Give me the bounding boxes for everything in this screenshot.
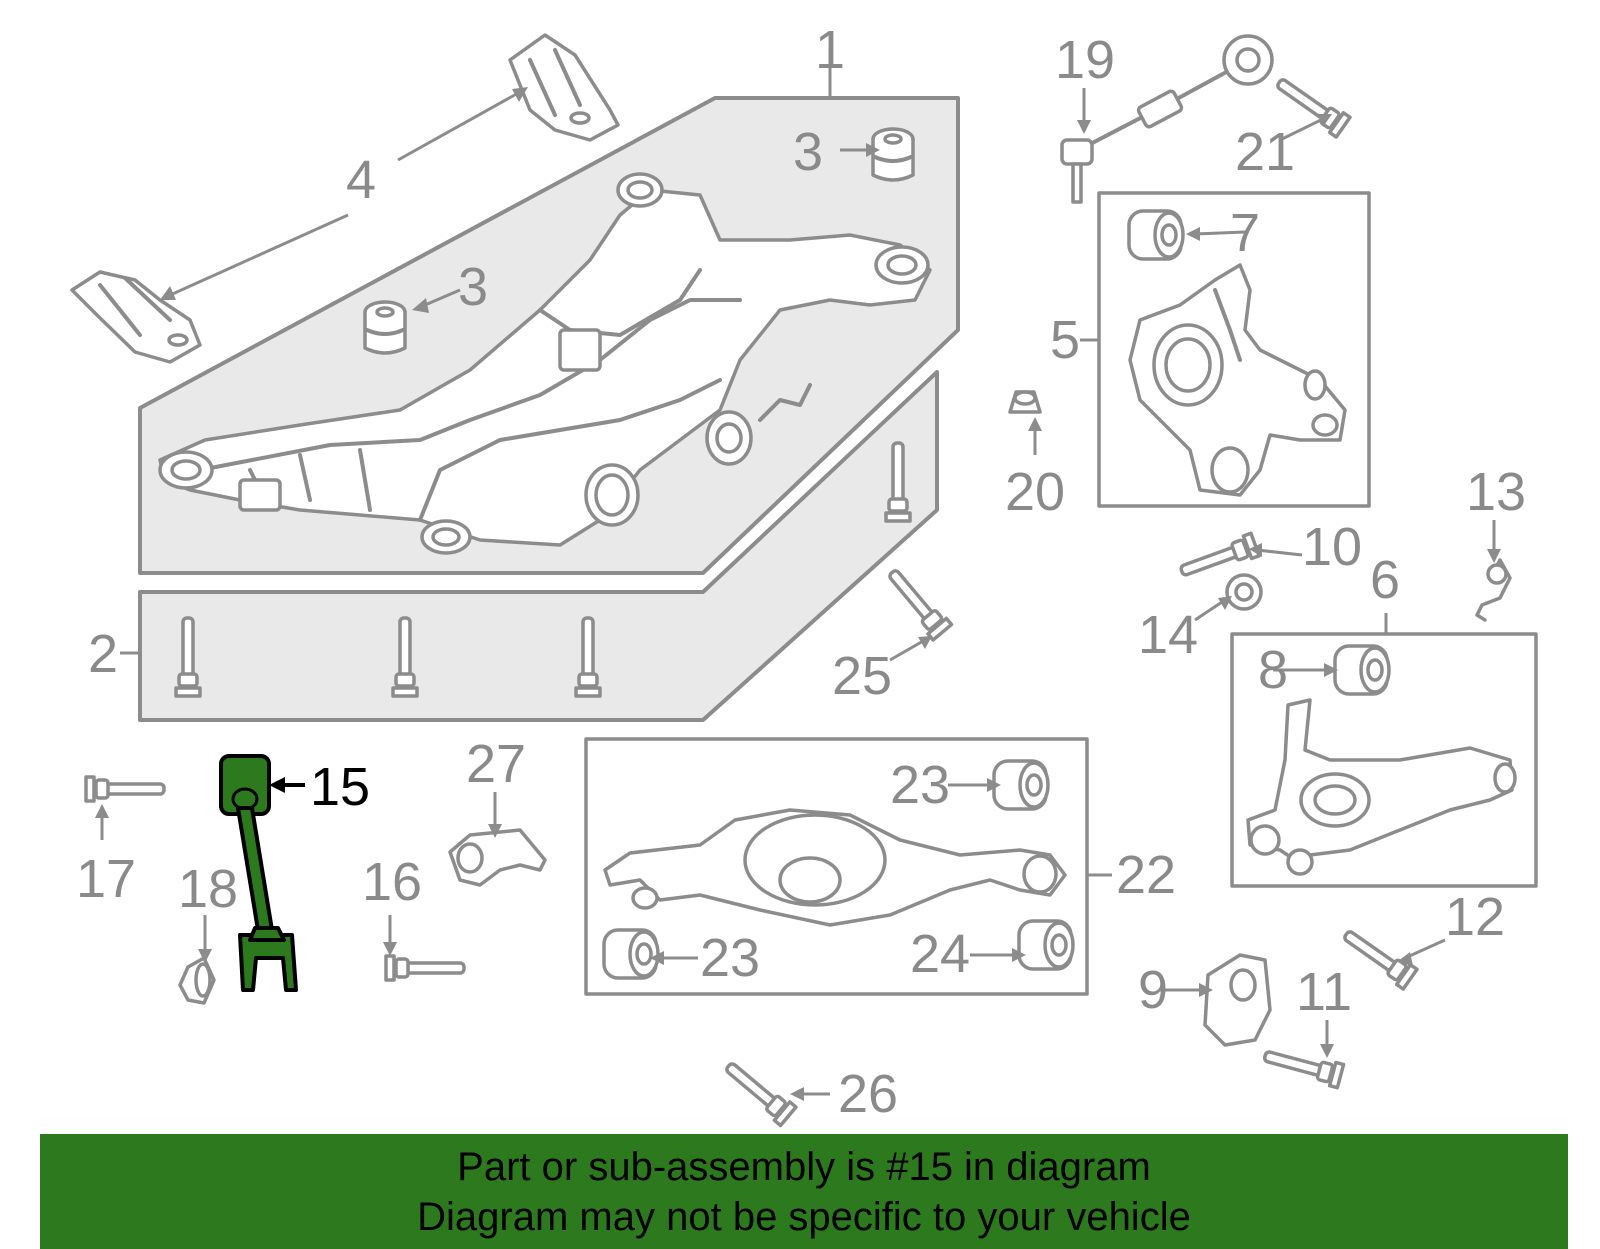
bushing-part-7 (1127, 209, 1185, 261)
callout-11: 11 (1296, 962, 1352, 1022)
callout-15: 15 (310, 757, 370, 817)
bolt-part-26 (719, 1055, 798, 1128)
callout-5: 5 (1050, 310, 1080, 370)
bolt-part-25 (881, 563, 954, 642)
callout-18: 18 (178, 859, 238, 919)
banner-line-1: Part or sub-assembly is #15 in diagram (457, 1144, 1151, 1189)
control-arm-panel (584, 737, 1089, 996)
callout-3-lower: 3 (458, 257, 488, 317)
control-arm-drawing (603, 808, 1067, 927)
banner-line-2: Diagram may not be specific to your vehi… (417, 1194, 1191, 1239)
lower-arm-panel (1230, 632, 1538, 888)
callout-20: 20 (1005, 462, 1065, 522)
callout-22: 22 (1116, 845, 1176, 905)
bracket-part-4-upper (508, 33, 620, 142)
callout-23-lower: 23 (700, 928, 760, 988)
bushing-part-23-lower (602, 928, 660, 980)
bracket-part-4-lower (70, 270, 202, 364)
bushing-part-3-lower (363, 300, 407, 355)
callout-8: 8 (1258, 640, 1288, 700)
bushing-part-23-upper (992, 759, 1050, 811)
callout-10: 10 (1302, 517, 1362, 577)
callout-7: 7 (1230, 203, 1260, 263)
lower-arm-drawing (1246, 698, 1517, 876)
callout-3-upper: 3 (793, 122, 823, 182)
lateral-link-part-15 (219, 754, 298, 992)
callout-13: 13 (1466, 462, 1526, 522)
bracket-part-27 (448, 828, 547, 887)
link-part-19 (1060, 34, 1274, 204)
callout-27: 27 (466, 734, 526, 794)
bolt-part-17 (84, 775, 166, 803)
knuckle-drawing (1128, 263, 1347, 497)
callout-1: 1 (815, 20, 845, 80)
callout-14: 14 (1138, 605, 1198, 665)
callout-19: 19 (1055, 30, 1115, 90)
bushing-part-8 (1333, 644, 1391, 696)
callout-12: 12 (1445, 887, 1505, 947)
nut-part-18 (178, 956, 216, 1005)
callout-6: 6 (1370, 550, 1400, 610)
callout-25: 25 (832, 646, 892, 706)
rear-crossmember-drawing (158, 172, 932, 555)
callout-9: 9 (1138, 960, 1168, 1020)
callout-16: 16 (362, 852, 422, 912)
info-banner: Part or sub-assembly is #15 in diagram D… (40, 1134, 1568, 1249)
knuckle-panel (1097, 191, 1371, 508)
callout-23-upper: 23 (890, 755, 950, 815)
callout-17: 17 (76, 849, 136, 909)
nut-part-14 (1225, 573, 1263, 611)
leader-lines (95, 48, 1501, 1101)
bushing-part-24 (1017, 919, 1075, 971)
bracket-part-9 (1203, 953, 1272, 1047)
clip-part-13 (1475, 558, 1512, 622)
callout-26: 26 (838, 1064, 898, 1124)
callout-21: 21 (1235, 122, 1295, 182)
callout-labels: 1 2 3 3 4 5 6 7 8 9 10 11 12 13 14 15 16… (76, 20, 1526, 1124)
bushing-part-3-upper (871, 127, 915, 182)
bolt-part-16 (384, 954, 466, 982)
bolt-part-11 (1260, 1042, 1346, 1090)
nut-part-20 (1008, 390, 1042, 414)
callout-4: 4 (346, 150, 376, 210)
callout-24: 24 (910, 924, 970, 984)
callout-2: 2 (88, 624, 118, 684)
